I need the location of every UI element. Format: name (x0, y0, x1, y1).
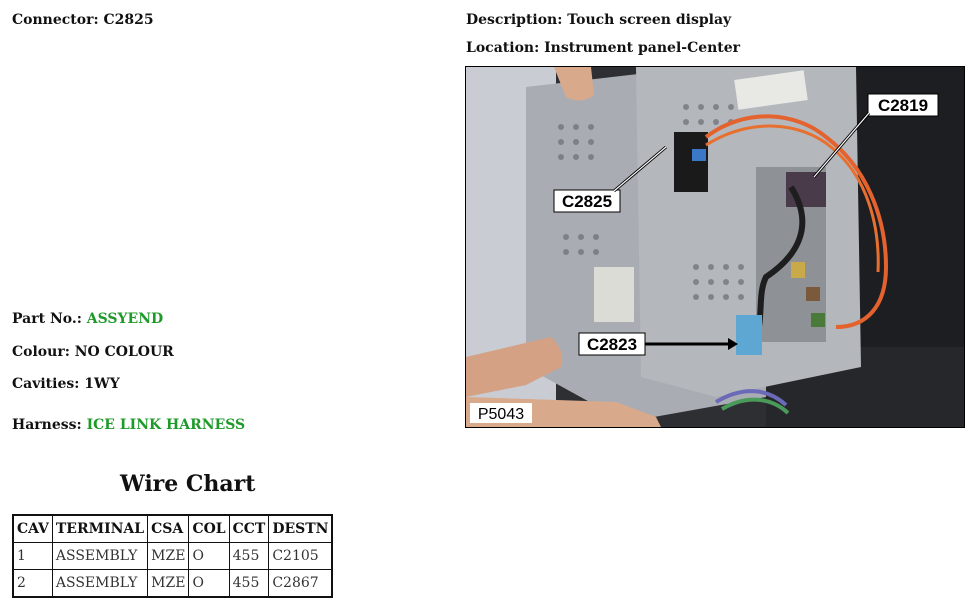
cavities-label: Cavities: (12, 376, 80, 392)
table-header-row: CAV TERMINAL CSA COL CCT DESTN (12, 514, 333, 543)
location-value: Instrument panel-Center (544, 40, 741, 56)
part-no-field: Part No.: ASSYEND (12, 311, 163, 327)
table-row: 2 ASSEMBLY MZE O 455 C2867 (12, 569, 333, 598)
callout-c2819: C2819 (878, 96, 928, 115)
cavities-value: 1WY (84, 376, 120, 392)
connector-location-photo: C2819 C2825 C2823 P5043 (465, 66, 965, 428)
cell-cct: 455 (228, 569, 270, 598)
colour-value: NO COLOUR (74, 344, 174, 360)
cell-destn: C2105 (268, 542, 333, 570)
wire-chart-title: Wire Chart (120, 471, 256, 497)
table-row: 1 ASSEMBLY MZE O 455 C2105 (12, 542, 333, 570)
header-cav: CAV (12, 514, 53, 543)
header-cct: CCT (228, 514, 270, 543)
part-no-link[interactable]: ASSYEND (86, 311, 164, 327)
callout-c2825: C2825 (562, 192, 612, 211)
harness-label: Harness: (12, 417, 82, 433)
header-destn: DESTN (268, 514, 333, 543)
cell-csa: MZE (147, 542, 190, 570)
cell-cav: 1 (12, 542, 53, 570)
colour-field: Colour: NO COLOUR (12, 344, 174, 360)
connector-label: Connector: (12, 12, 99, 28)
location-field: Location: Instrument panel-Center (466, 40, 740, 56)
photo-id-label: P5043 (478, 406, 524, 423)
connector-field: Connector: C2825 (12, 12, 154, 28)
description-value: Touch screen display (567, 12, 732, 28)
cell-destn: C2867 (268, 569, 333, 598)
connector-value: C2825 (103, 12, 154, 28)
header-terminal: TERMINAL (51, 514, 149, 543)
cell-terminal: ASSEMBLY (51, 542, 149, 570)
cell-col: O (188, 569, 230, 598)
header-csa: CSA (147, 514, 190, 543)
wire-chart-table: CAV TERMINAL CSA COL CCT DESTN 1 ASSEMBL… (12, 514, 334, 598)
header-col: COL (188, 514, 230, 543)
cell-col: O (188, 542, 230, 570)
colour-label: Colour: (12, 344, 70, 360)
harness-link[interactable]: ICE LINK HARNESS (86, 417, 246, 433)
location-label: Location: (466, 40, 540, 56)
callout-c2823: C2823 (587, 335, 637, 354)
description-label: Description: (466, 12, 563, 28)
cell-cct: 455 (228, 542, 270, 570)
cell-terminal: ASSEMBLY (51, 569, 149, 598)
cell-csa: MZE (147, 569, 190, 598)
harness-field: Harness: ICE LINK HARNESS (12, 417, 245, 433)
cell-cav: 2 (12, 569, 53, 598)
description-field: Description: Touch screen display (466, 12, 731, 28)
cavities-field: Cavities: 1WY (12, 376, 120, 392)
part-no-label: Part No.: (12, 311, 82, 327)
